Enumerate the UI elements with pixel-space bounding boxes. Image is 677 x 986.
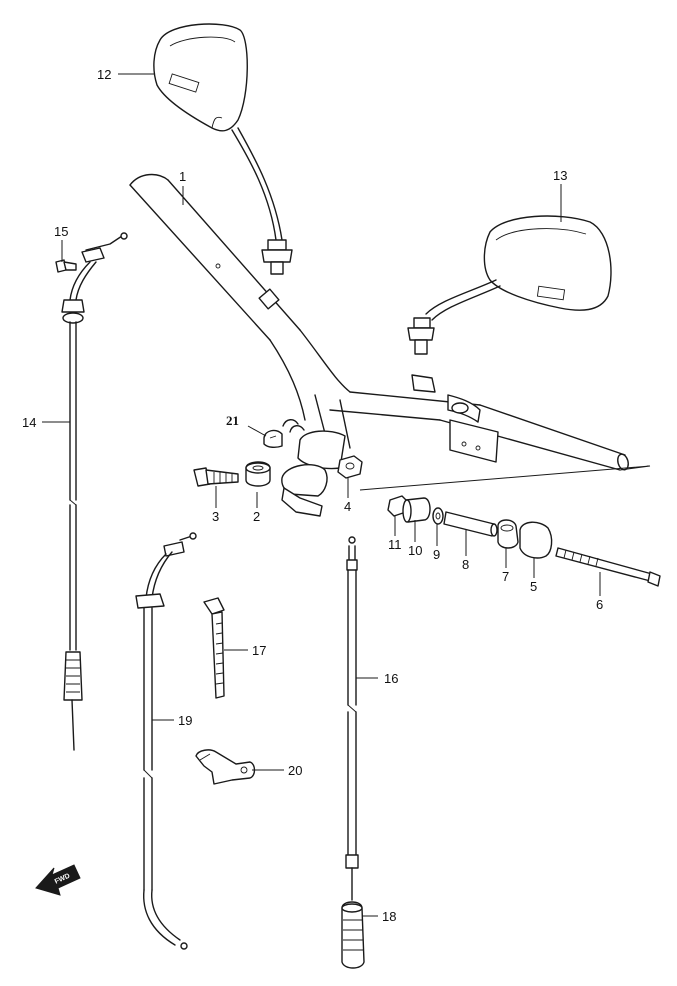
sleeve[interactable]: [443, 511, 498, 537]
callout-11: 11: [388, 537, 402, 552]
callout-16: 16: [384, 671, 398, 686]
callout-19: 19: [178, 713, 192, 728]
right-mirror[interactable]: [407, 215, 612, 355]
cable-clamp[interactable]: [195, 749, 256, 785]
bar-end-weight[interactable]: [519, 521, 553, 559]
leader-lines: [42, 73, 601, 917]
bolt[interactable]: [193, 467, 239, 487]
callout-8: 8: [462, 557, 469, 572]
front-brake-cable[interactable]: [345, 536, 359, 901]
callout-5: 5: [530, 579, 537, 594]
callout-9: 9: [433, 547, 440, 562]
cable-tie[interactable]: [203, 597, 225, 699]
cable-clip[interactable]: [263, 429, 283, 449]
callout-13: 13: [553, 168, 567, 183]
washer[interactable]: [432, 507, 444, 525]
callout-6: 6: [596, 597, 603, 612]
callout-1: 1: [179, 169, 186, 184]
callout-20: 20: [288, 763, 302, 778]
callout-2: 2: [253, 509, 260, 524]
callout-18: 18: [382, 909, 396, 924]
callout-3: 3: [212, 509, 219, 524]
small-screw[interactable]: [55, 259, 77, 273]
left-mirror[interactable]: [153, 23, 293, 275]
cable-boot[interactable]: [341, 901, 365, 969]
callout-15: 15: [54, 224, 68, 239]
callout-14: 14: [22, 415, 36, 430]
callout-labels: 1 2 3 4 5 6 7 8 9 10 11 12 13 14 15 16 1…: [22, 67, 603, 924]
assembly-guide: [359, 465, 651, 491]
handlebar[interactable]: [129, 173, 630, 517]
callout-7: 7: [502, 569, 509, 584]
collar[interactable]: [402, 497, 431, 523]
callout-4: 4: [344, 499, 351, 514]
throttle-cable[interactable]: [61, 232, 128, 751]
spacer[interactable]: [245, 461, 271, 487]
long-screw[interactable]: [555, 547, 661, 587]
clutch-cable[interactable]: [135, 532, 197, 950]
fwd-arrow-icon: FWD: [35, 864, 81, 896]
cushion[interactable]: [497, 519, 519, 549]
callout-10: 10: [408, 543, 422, 558]
callout-12: 12: [97, 67, 111, 82]
nut[interactable]: [337, 455, 363, 479]
callout-17: 17: [252, 643, 266, 658]
callout-21: 21: [226, 413, 239, 428]
